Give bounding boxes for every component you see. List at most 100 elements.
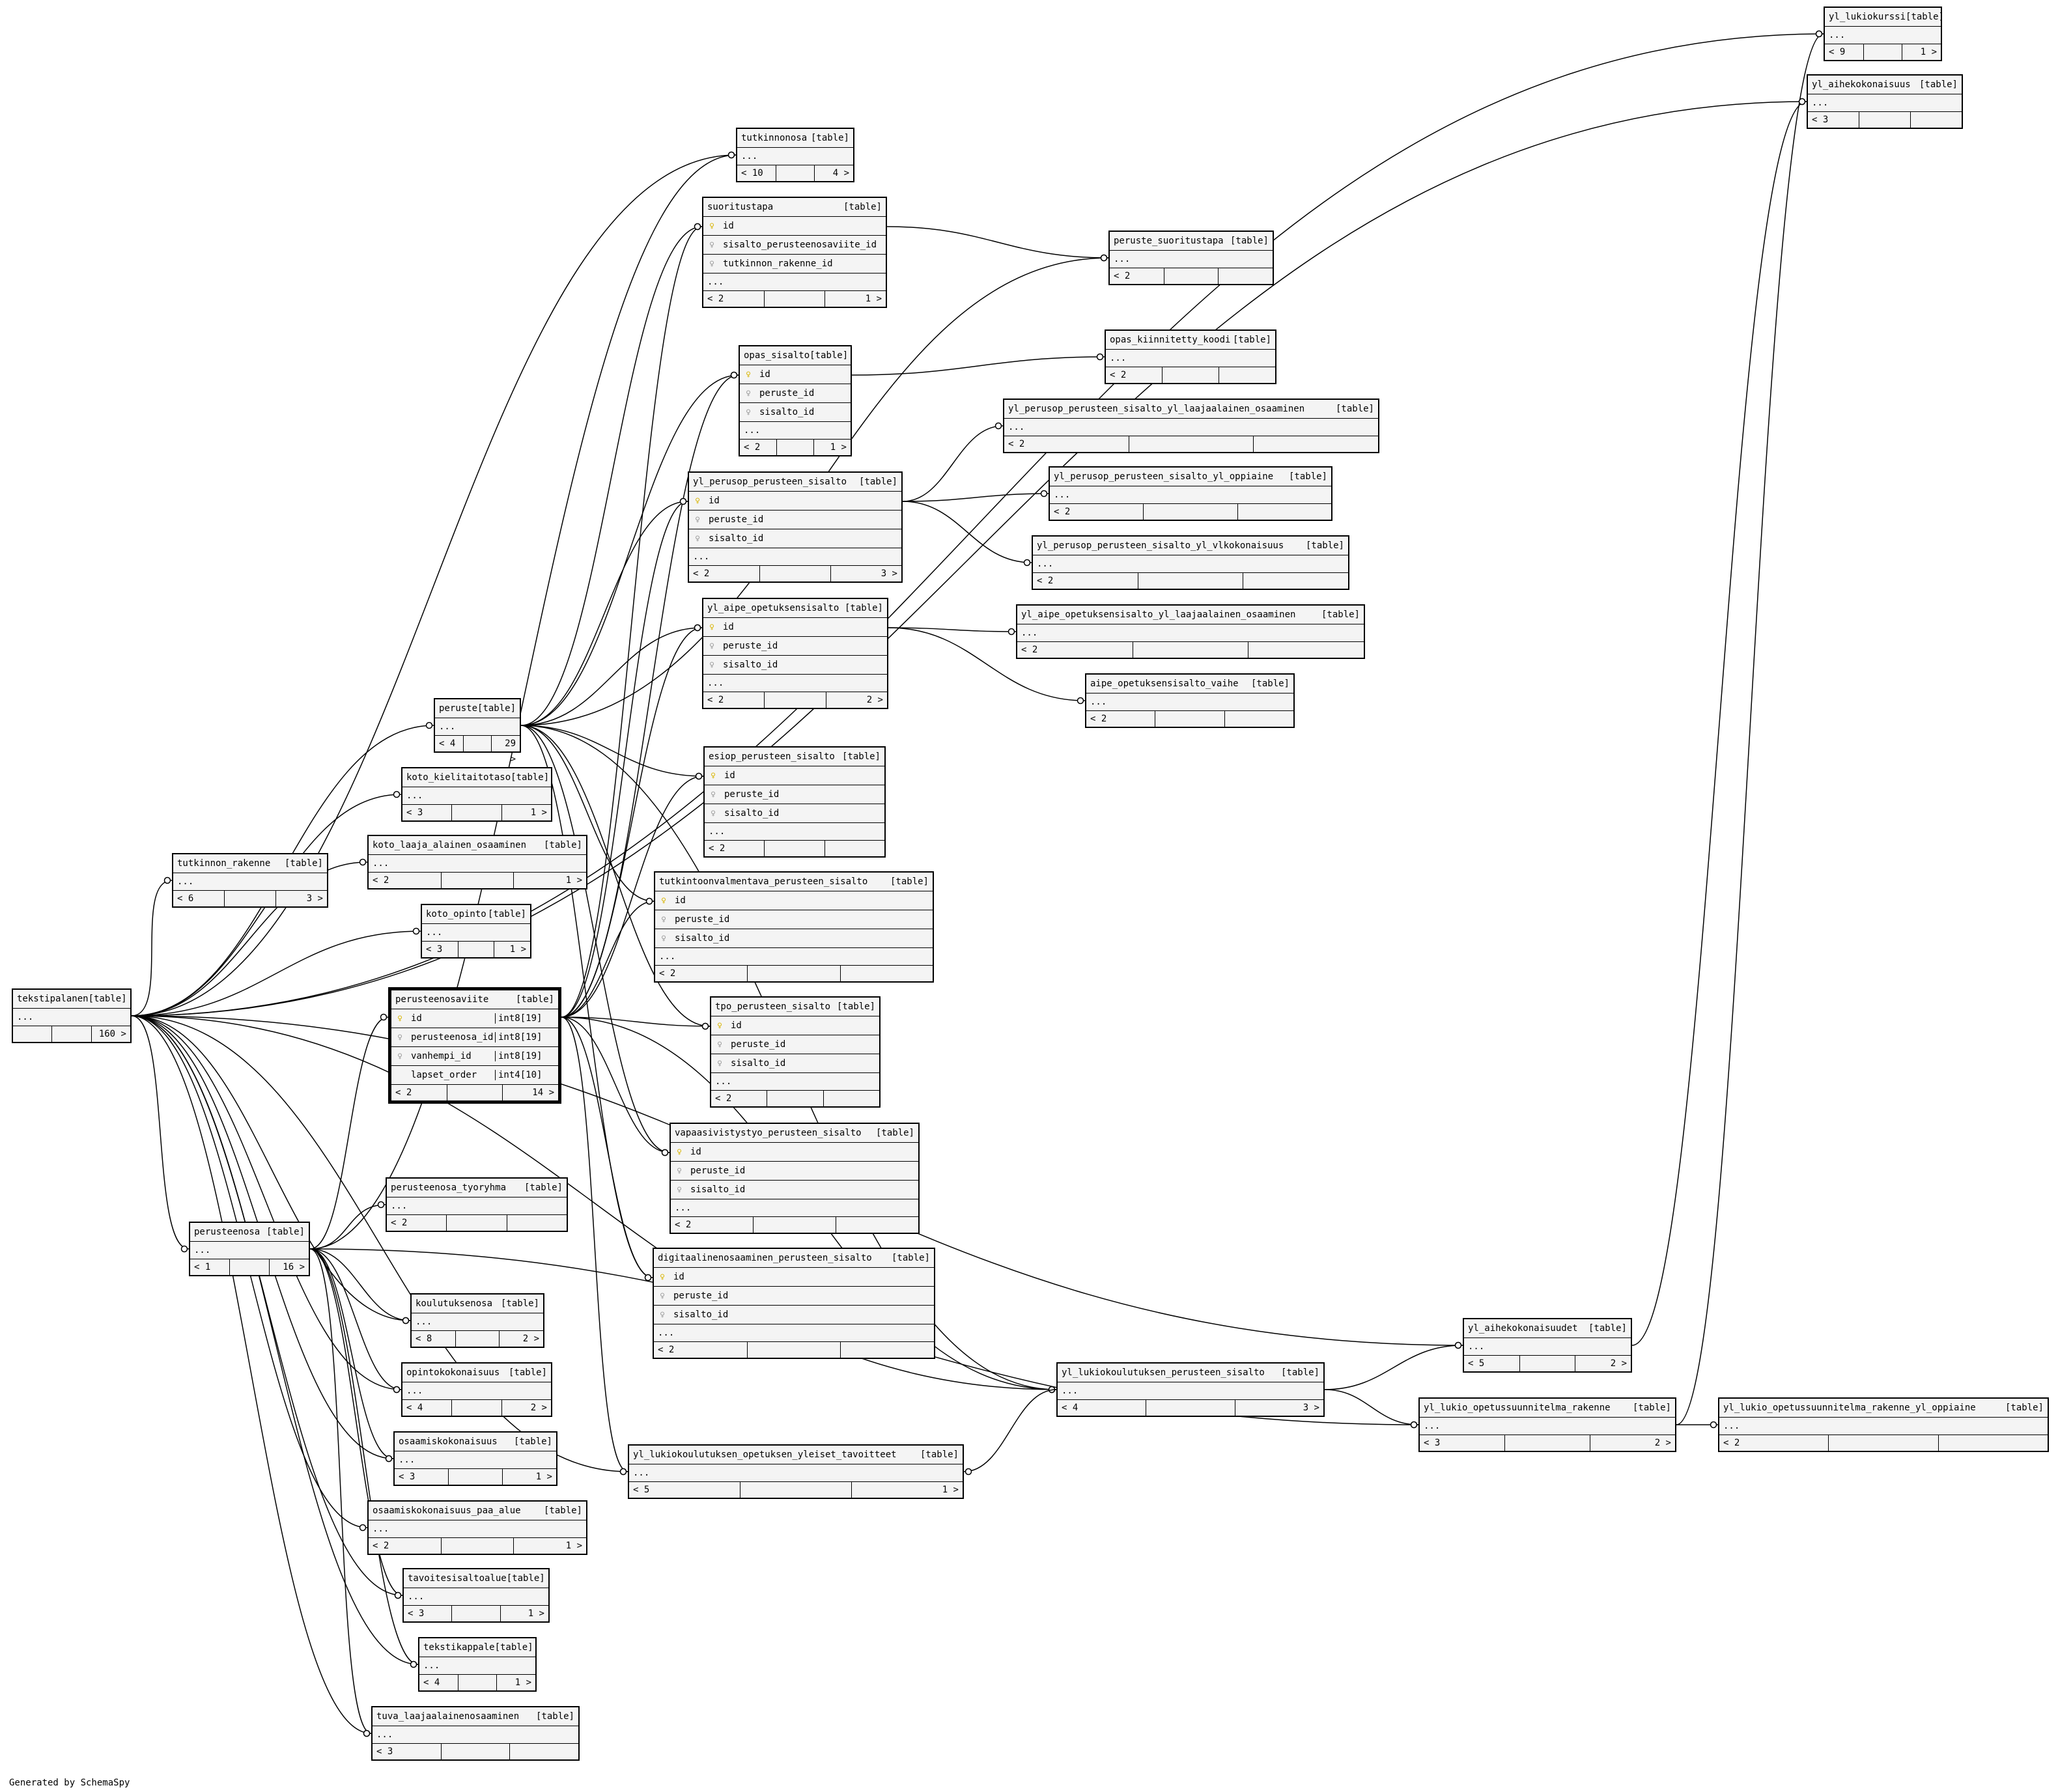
children-count[interactable] <box>1248 642 1364 658</box>
table-yl-lukio-ops-rakenne-oppiaine[interactable]: yl_lukio_opetussuunnitelma_rakenne_yl_op… <box>1718 1397 2049 1452</box>
table-suoritustapa[interactable]: suoritustapa[table]♀id♀sisalto_perusteen… <box>702 197 887 308</box>
table-koto-laaja-alainen-osaaminen[interactable]: koto_laaja_alainen_osaaminen[table]...< … <box>367 835 587 889</box>
children-count[interactable] <box>1243 573 1348 589</box>
parents-count[interactable]: < 2 <box>744 442 761 453</box>
table-peruste-suoritustapa[interactable]: peruste_suoritustapa[table]...< 2 <box>1108 231 1274 285</box>
column-row[interactable]: ♀sisalto_perusteenosaviite_id <box>703 236 886 255</box>
parents-count[interactable]: < 4 <box>1062 1403 1078 1413</box>
parents-count[interactable]: < 2 <box>675 1220 692 1230</box>
parents-count[interactable]: < 5 <box>1468 1358 1485 1369</box>
parents-count[interactable]: < 2 <box>1090 714 1107 724</box>
children-count[interactable] <box>1218 268 1273 284</box>
parents-count[interactable]: < 5 <box>633 1485 650 1495</box>
column-row[interactable]: ♀id <box>655 891 933 910</box>
parents-count[interactable]: < 4 <box>439 738 456 749</box>
column-row[interactable]: ♀sisalto_id <box>654 1306 934 1324</box>
parents-count[interactable]: < 2 <box>1054 507 1071 517</box>
table-vapaasivistystyo[interactable]: vapaasivistystyo_perusteen_sisalto[table… <box>670 1123 920 1234</box>
column-row[interactable]: ♀id <box>705 766 884 785</box>
children-count[interactable] <box>824 841 884 856</box>
parents-count[interactable]: < 2 <box>659 968 676 979</box>
children-count[interactable]: 1 > <box>496 1675 535 1690</box>
column-row[interactable]: ♀peruste_id <box>689 511 901 529</box>
children-count[interactable] <box>1237 504 1331 520</box>
parents-count[interactable]: < 3 <box>376 1746 393 1757</box>
children-count[interactable]: 29 > <box>491 736 520 764</box>
parents-count[interactable]: < 2 <box>1037 576 1054 586</box>
parents-count[interactable]: < 3 <box>1424 1438 1441 1448</box>
table-opas-sisalto[interactable]: opas_sisalto[table]♀id♀peruste_id♀sisalt… <box>739 345 852 456</box>
children-count[interactable] <box>1224 711 1293 727</box>
children-count[interactable]: 1 > <box>513 873 586 888</box>
column-row[interactable]: ♀peruste_id <box>705 785 884 804</box>
children-count[interactable]: 16 > <box>269 1259 309 1275</box>
children-count[interactable]: 2 > <box>499 1331 543 1347</box>
children-count[interactable] <box>506 1215 567 1231</box>
children-count[interactable]: 1 > <box>501 805 551 820</box>
parents-count[interactable]: < 4 <box>406 1403 423 1413</box>
parents-count[interactable]: < 2 <box>1114 271 1131 281</box>
table-yl-pps-vlk[interactable]: yl_perusop_perusteen_sisalto_yl_vlkokona… <box>1032 535 1349 590</box>
table-digitaalinen[interactable]: digitaalinenosaaminen_perusteen_sisalto[… <box>653 1248 935 1359</box>
table-perusteenosa-tyoryhma[interactable]: perusteenosa_tyoryhma[table]...< 2 <box>386 1177 568 1232</box>
column-row[interactable]: ♀peruste_id <box>703 637 887 656</box>
table-tutkintoonvalmentava[interactable]: tutkintoonvalmentava_perusteen_sisalto[t… <box>654 871 934 983</box>
parents-count[interactable]: < 4 <box>423 1677 440 1688</box>
column-row[interactable]: ♀sisalto_id <box>655 929 933 948</box>
parents-count[interactable]: < 3 <box>406 807 423 818</box>
parents-count[interactable]: < 2 <box>658 1345 675 1355</box>
column-row[interactable]: ♀sisalto_id <box>705 804 884 823</box>
column-row[interactable]: ♀peruste_id <box>671 1162 918 1181</box>
children-count[interactable]: 1 > <box>513 1538 586 1554</box>
parents-count[interactable]: < 10 <box>741 168 763 178</box>
table-osaamiskokonaisuus-paa-alue[interactable]: osaamiskokonaisuus_paa_alue[table]...< 2… <box>367 1500 587 1555</box>
children-count[interactable] <box>1910 112 1962 128</box>
children-count[interactable]: 2 > <box>1590 1435 1675 1451</box>
parents-count[interactable]: < 2 <box>373 1541 389 1551</box>
column-row[interactable]: ♀sisalto_id <box>703 656 887 675</box>
table-aipe-opetuksensisalto-vaihe[interactable]: aipe_opetuksensisalto_vaihe[table]...< 2 <box>1085 673 1295 728</box>
children-count[interactable]: 4 > <box>814 165 853 181</box>
table-yl-lukio-ops-rakenne[interactable]: yl_lukio_opetussuunnitelma_rakenne[table… <box>1418 1397 1676 1452</box>
parents-count[interactable]: < 3 <box>399 1472 416 1482</box>
children-count[interactable] <box>1253 436 1378 452</box>
table-esiop-perusteen-sisalto[interactable]: esiop_perusteen_sisalto[table]♀id♀perust… <box>703 746 886 858</box>
children-count[interactable] <box>840 1342 934 1358</box>
children-count[interactable] <box>509 1744 578 1759</box>
children-count[interactable] <box>1938 1435 2048 1451</box>
children-count[interactable]: 1 > <box>851 1482 963 1498</box>
parents-count[interactable]: < 3 <box>408 1608 425 1619</box>
table-yl-perusop-perusteen-sisalto[interactable]: yl_perusop_perusteen_sisalto[table]♀id♀p… <box>688 471 903 583</box>
parents-count[interactable]: < 2 <box>707 695 724 705</box>
children-count[interactable] <box>823 1091 879 1106</box>
parents-count[interactable]: < 2 <box>715 1093 732 1104</box>
children-count[interactable] <box>1219 367 1275 383</box>
column-row[interactable]: ♀id <box>671 1143 918 1162</box>
parents-count[interactable]: < 2 <box>1021 645 1038 655</box>
column-row[interactable]: ♀id <box>711 1016 879 1035</box>
parents-count[interactable]: < 3 <box>1812 115 1829 125</box>
parents-count[interactable]: < 2 <box>707 294 724 304</box>
table-yl-pps-oppiaine[interactable]: yl_perusop_perusteen_sisalto_yl_oppiaine… <box>1049 466 1332 521</box>
children-count[interactable]: 2 > <box>825 692 887 708</box>
parents-count[interactable]: < 1 <box>194 1262 211 1272</box>
children-count[interactable]: 1 > <box>825 291 886 307</box>
parents-count[interactable]: < 2 <box>1008 439 1025 449</box>
column-row[interactable]: ♀sisalto_id <box>740 403 851 422</box>
children-count[interactable]: 1 > <box>494 942 530 957</box>
table-yl-aipe-laaja[interactable]: yl_aipe_opetuksensisalto_yl_laajaalainen… <box>1016 604 1365 659</box>
children-count[interactable]: 1 > <box>502 1469 556 1485</box>
parents-count[interactable]: < 2 <box>693 568 710 579</box>
parents-count[interactable]: < 6 <box>177 893 194 904</box>
